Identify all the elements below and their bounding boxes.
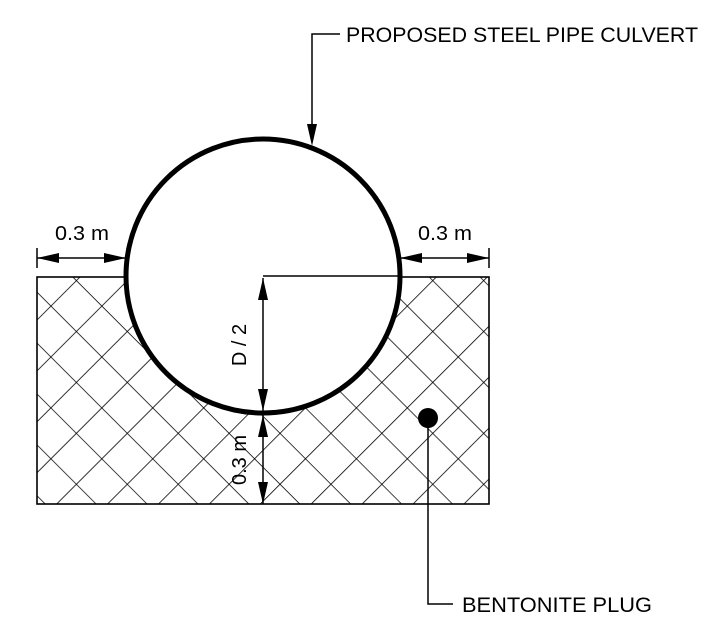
right-dimension-label: 0.3 m [418, 223, 472, 245]
plug-callout-label: BENTONITE PLUG [462, 594, 652, 617]
half-diameter-dimension [258, 278, 268, 411]
bentonite-plug-leader [427, 418, 453, 605]
bottom-dimension-label: 0.3 m [229, 435, 251, 485]
half-diameter-label: D / 2 [229, 324, 251, 366]
pipe-callout-leader [307, 33, 340, 146]
left-dimension-label: 0.3 m [55, 223, 109, 245]
right-clearance-dimension [400, 248, 490, 268]
bottom-clearance-dimension [258, 415, 268, 504]
left-clearance-dimension [36, 248, 126, 268]
pipe-callout-label: PROPOSED STEEL PIPE CULVERT [346, 24, 698, 47]
